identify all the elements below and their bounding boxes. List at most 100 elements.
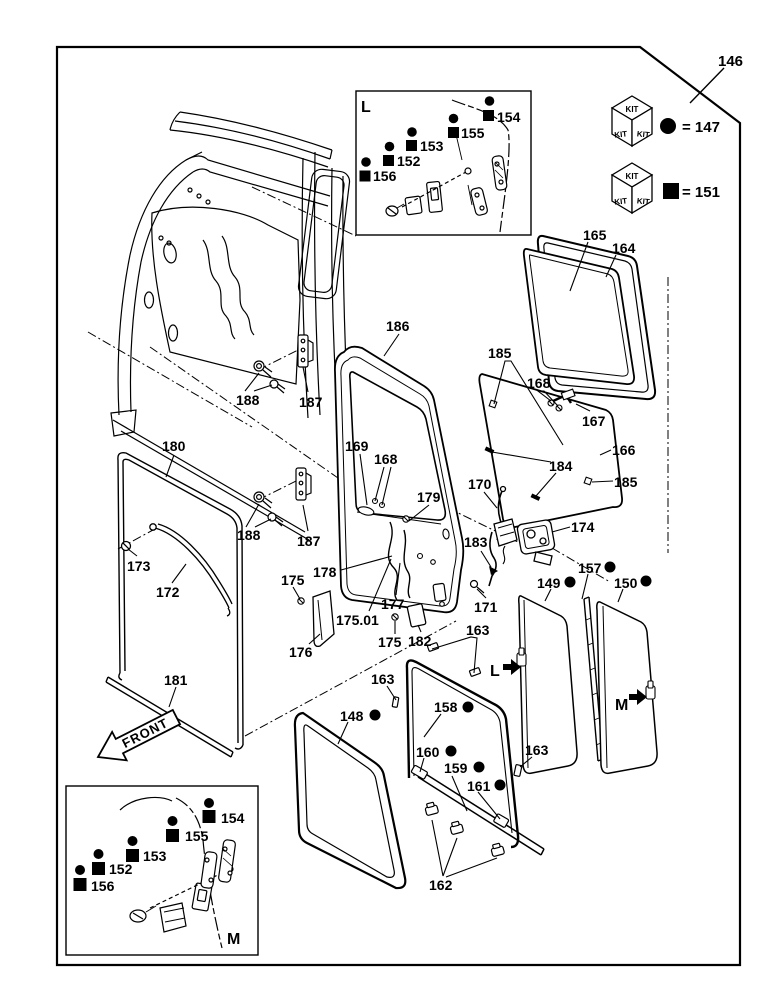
callout-148: 148 [340,708,364,724]
clip-184 [484,446,541,501]
projection-lines [87,186,669,737]
kit-legend: KIT KIT KIT = 147 KIT KIT KIT = 151 [610,95,720,215]
screw-179 [402,515,410,523]
dot-symbol [384,141,395,152]
legend-square-equals: = 151 [682,184,720,201]
dot-symbol [93,849,104,859]
kit-word: KIT [636,196,650,206]
callout-156-l: 156 [373,168,397,184]
rod-172 [120,523,233,617]
callout-155-l: 155 [461,125,485,141]
callout-160: 160 [416,744,440,760]
legend-dot-equals: = 147 [682,119,720,136]
callout-154-l: 154 [497,109,521,125]
callout-164: 164 [612,240,636,256]
callout-179: 179 [417,489,441,505]
square-symbol [448,127,459,138]
square-symbol [126,849,139,862]
latch-m-marker: M [615,689,647,714]
callout-146: 146 [718,53,743,70]
callout-182: 182 [408,633,432,649]
kit-cube-icon: KIT KIT KIT [610,95,654,148]
callout-172: 172 [156,584,180,600]
kit-word: KIT [626,172,639,181]
glass-165 [522,247,635,385]
callout-162: 162 [429,877,453,893]
door-seal-180 [117,451,244,750]
handle-167 [550,388,576,404]
kit-word: KIT [636,129,650,139]
drawing-border: 146 [55,45,743,967]
callout-163-a: 163 [466,622,490,638]
channel-strip-159 [410,764,545,856]
callout-168-top: 168 [527,375,551,391]
kit-cube-icon: KIT KIT KIT [610,162,654,215]
callout-161: 161 [467,778,491,794]
callout-156-m: 156 [91,878,115,894]
kit-word: KIT [614,129,628,139]
square-symbol [92,862,105,875]
kit-word: KIT [614,196,628,206]
latch-l-marker: L [490,659,521,680]
hinge-hardware [253,334,314,527]
hex-screw-188-upper [253,360,286,394]
dot-symbol [448,113,459,124]
callout-187-lower: 187 [297,533,321,549]
square-symbol [383,155,394,166]
glass-166 [478,373,623,529]
square-symbol [663,183,679,199]
callout-188-lower: 188 [237,527,261,543]
dot-symbol [660,118,676,134]
callout-157: 157 [578,560,602,576]
callout-149: 149 [537,575,561,591]
callout-186: 186 [386,318,410,334]
callout-153-l: 153 [420,138,444,154]
callout-154-m: 154 [221,810,245,826]
seal-158 [405,659,520,849]
kit-word: KIT [626,105,639,114]
hex-screw-188-lower [253,491,284,527]
front-direction-arrow: FRONT [96,708,182,762]
callout-152-m: 152 [109,861,133,877]
callout-173: 173 [127,558,151,574]
callout-175-01: 175.01 [336,612,379,628]
inset-box-l: L 156 152 153 155 154 [355,90,532,236]
latch-assembly-174 [488,485,556,587]
dot-symbol [127,836,138,846]
screws-168-upper [547,399,563,412]
callout-175-right: 175 [378,634,402,650]
square-symbol [406,140,417,151]
screw-173 [120,540,132,552]
callout-170: 170 [468,476,492,492]
square-symbol [73,878,87,891]
latch-lock-m [645,680,656,700]
callout-188-upper: 188 [236,392,260,408]
callout-169: 169 [345,438,369,454]
kit-dot-markers [369,561,652,791]
dot-symbol [484,96,495,106]
wedge-176 [312,590,335,648]
callout-184: 184 [549,458,573,474]
callout-171: 171 [474,599,498,615]
glass-149 [516,595,578,775]
clip-185 [488,399,593,486]
dot-symbol [204,798,214,808]
callout-158: 158 [434,699,458,715]
callout-152-l: 152 [397,153,421,169]
clips-163 [391,642,523,777]
callout-166: 166 [612,442,636,458]
square-symbol [202,810,216,823]
window-frame-148 [293,711,407,890]
callout-159: 159 [444,760,468,776]
inset-m-label: M [227,931,240,948]
dot-symbol [167,816,178,826]
callout-167: 167 [582,413,606,429]
arrow-right-icon [629,689,647,705]
dot-symbol [361,157,371,167]
callout-176: 176 [289,644,313,660]
hinge-187-upper [297,334,314,368]
callout-180: 180 [162,438,186,454]
callout-183: 183 [464,534,488,550]
callout-leaders [127,241,624,878]
screw-171 [469,579,485,594]
